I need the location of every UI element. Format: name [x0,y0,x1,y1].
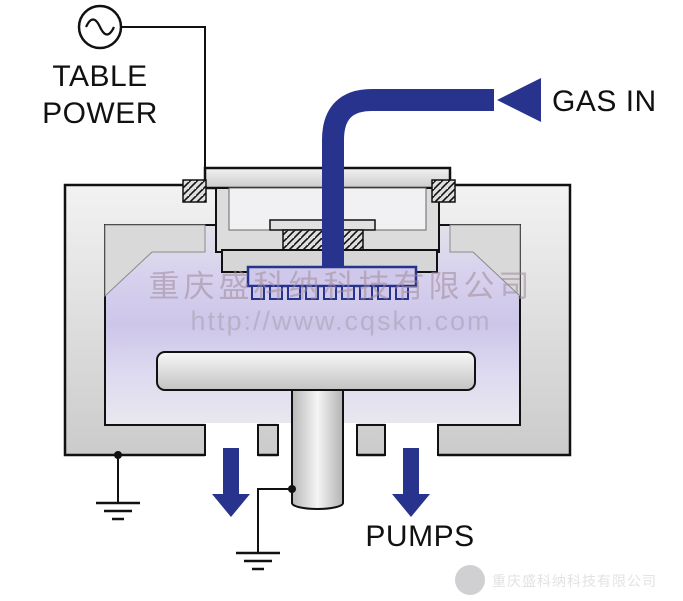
pump-arrow-left-icon [212,448,250,517]
lid-clamp-left [182,179,207,203]
watermark-footer-text: 重庆盛科纳科技有限公司 [492,573,657,589]
top-electrode-assembly [182,166,456,273]
sine-wave-icon [85,18,115,36]
chamber-inner-chamfer-right [449,224,521,298]
pump-arrow-right-icon [392,448,430,517]
watermark-url: http://www.cqskn.com [190,306,491,336]
table-pedestal [291,389,344,510]
power-wire [121,26,206,172]
pumps-label: PUMPS [365,520,474,553]
gas-in-label: GAS IN [552,85,657,118]
watermark-footer-logo: 重庆盛科纳科技有限公司 [455,565,657,595]
ground-symbol-center-icon [236,485,296,571]
watermark-company: 重庆盛科纳科技有限公司 [149,269,534,304]
wafer-table [156,351,476,391]
table-power-label-line1: TABLE [52,60,147,93]
watermark-logo-icon [455,565,485,595]
showerhead [246,265,418,300]
table-power-source [77,4,206,172]
gas-inlet-pipe [322,89,494,268]
chamber-inner-chamfer-left [104,224,206,298]
lid-clamp-right [431,179,456,203]
ground-symbol-left-icon [96,451,140,521]
table-power-label-line2: POWER [42,97,158,130]
showerhead-teeth [251,285,409,300]
gas-in-arrow-icon [497,78,541,122]
